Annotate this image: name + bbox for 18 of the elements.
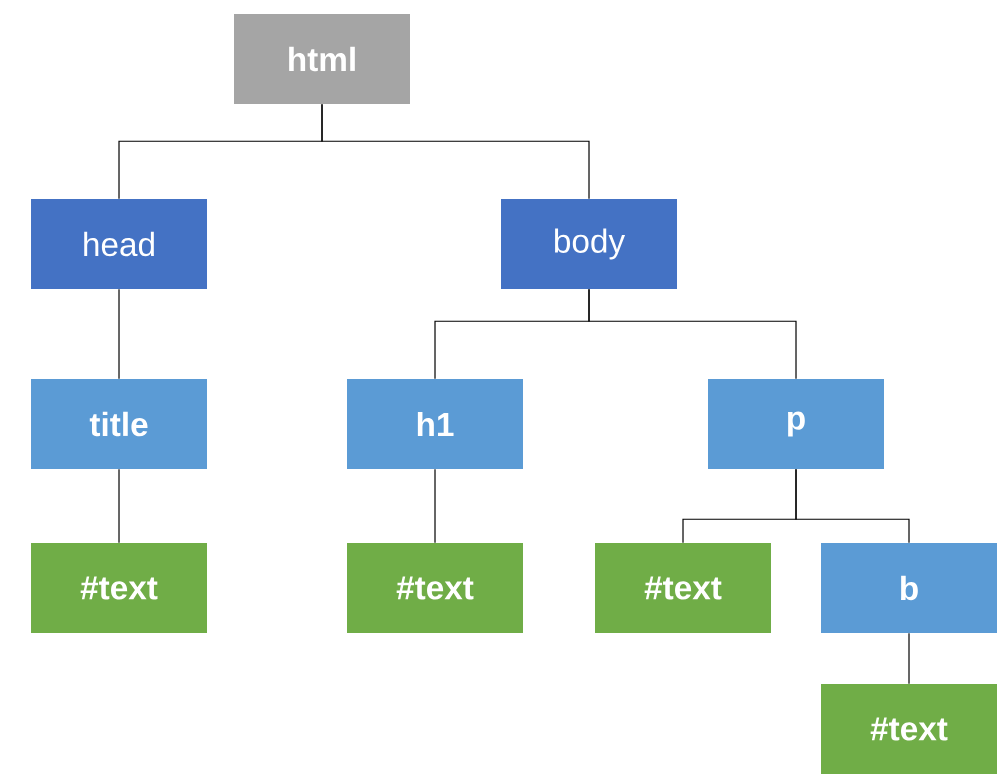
connector-line (118, 468, 120, 544)
connector-line (795, 468, 910, 544)
element-box: h1 (347, 379, 523, 469)
connector-line (434, 468, 436, 544)
connector-line (321, 103, 590, 200)
leaf-box: #text (595, 543, 771, 633)
element-box: p (708, 379, 884, 469)
root-box: html (234, 14, 410, 104)
connector-line (588, 288, 797, 380)
leaf-box: #text (31, 543, 207, 633)
connector-line (118, 288, 120, 380)
leaf-box: #text (821, 684, 997, 774)
element-box: b (821, 543, 997, 633)
element-box: title (31, 379, 207, 469)
connector-line (908, 632, 910, 685)
element-box: body (501, 199, 677, 289)
leaf-box: #text (347, 543, 523, 633)
element-box: head (31, 199, 207, 289)
